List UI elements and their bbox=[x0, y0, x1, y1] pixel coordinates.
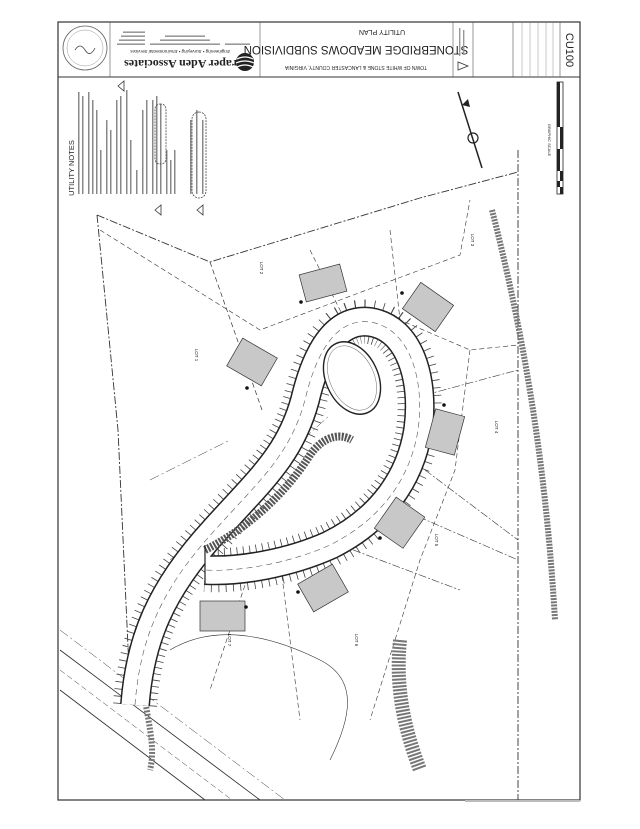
center-island-inner bbox=[327, 345, 377, 411]
highway bbox=[59, 629, 286, 801]
graphic-scale-label: GRAPHIC SCALE bbox=[547, 124, 552, 157]
lot-label: LOT 7 bbox=[227, 634, 232, 647]
revision-delta-icon bbox=[117, 80, 125, 92]
house-lot-7 bbox=[199, 600, 246, 632]
notes-heading: UTILITY NOTES bbox=[67, 140, 76, 196]
sheet-title: UTILITY PLAN bbox=[359, 28, 405, 35]
title-block: Draper Aden Associates Engineering • Sur… bbox=[62, 22, 575, 77]
lot-label: LOT 1 bbox=[194, 349, 199, 362]
notes-text-lines bbox=[78, 90, 204, 194]
project-name: STONEBRIDGE MEADOWS SUBDIVISION bbox=[244, 43, 469, 55]
house-lot-4 bbox=[424, 408, 466, 456]
sheet-number: CU100 bbox=[563, 33, 575, 67]
lot-labels: LOT 1 LOT 2 LOT 3 LOT 4 LOT 5 LOT 6 LOT … bbox=[194, 234, 499, 647]
utility-notes: UTILITY NOTES bbox=[67, 80, 207, 216]
house-lot-5 bbox=[373, 496, 426, 549]
firm-address-lines bbox=[117, 31, 250, 45]
revision-cloud bbox=[154, 103, 167, 165]
center-island bbox=[322, 341, 382, 415]
lot-label: LOT 2 bbox=[259, 262, 264, 275]
house-lot-3 bbox=[401, 281, 455, 333]
subdivision-road bbox=[113, 299, 442, 707]
house-lot-6 bbox=[297, 563, 349, 613]
lot-label: LOT 6 bbox=[354, 634, 359, 647]
house-lot-2 bbox=[298, 263, 348, 303]
stone-median bbox=[203, 432, 354, 554]
project-location: TOWN OF WHITE STONE & LANCASTER COUNTY, … bbox=[284, 64, 427, 70]
graphic-scale: GRAPHIC SCALE bbox=[547, 81, 564, 195]
revision-delta-icon bbox=[457, 28, 470, 71]
property-lines bbox=[96, 150, 519, 800]
firm-logo-icon bbox=[235, 53, 255, 71]
tree-line bbox=[142, 209, 558, 773]
sheet-border bbox=[57, 21, 581, 801]
utility-service-connections bbox=[244, 291, 446, 609]
building-footprints bbox=[199, 263, 466, 632]
revision-cloud bbox=[191, 111, 207, 199]
house-lot-1 bbox=[226, 337, 278, 387]
firm-name: Draper Aden Associates bbox=[124, 57, 246, 71]
revision-delta-icon bbox=[196, 204, 204, 216]
lot-label: LOT 3 bbox=[470, 234, 475, 247]
revisions-table bbox=[521, 22, 554, 77]
revision-delta-icon bbox=[154, 204, 162, 216]
north-arrow-icon bbox=[457, 91, 483, 169]
scan-edge bbox=[465, 800, 580, 802]
lot-label: LOT 5 bbox=[434, 534, 439, 547]
engineer-seal bbox=[62, 25, 108, 71]
lot-label: LOT 4 bbox=[494, 421, 499, 434]
firm-tagline: Engineering • Surveying • Environmental … bbox=[130, 49, 230, 54]
